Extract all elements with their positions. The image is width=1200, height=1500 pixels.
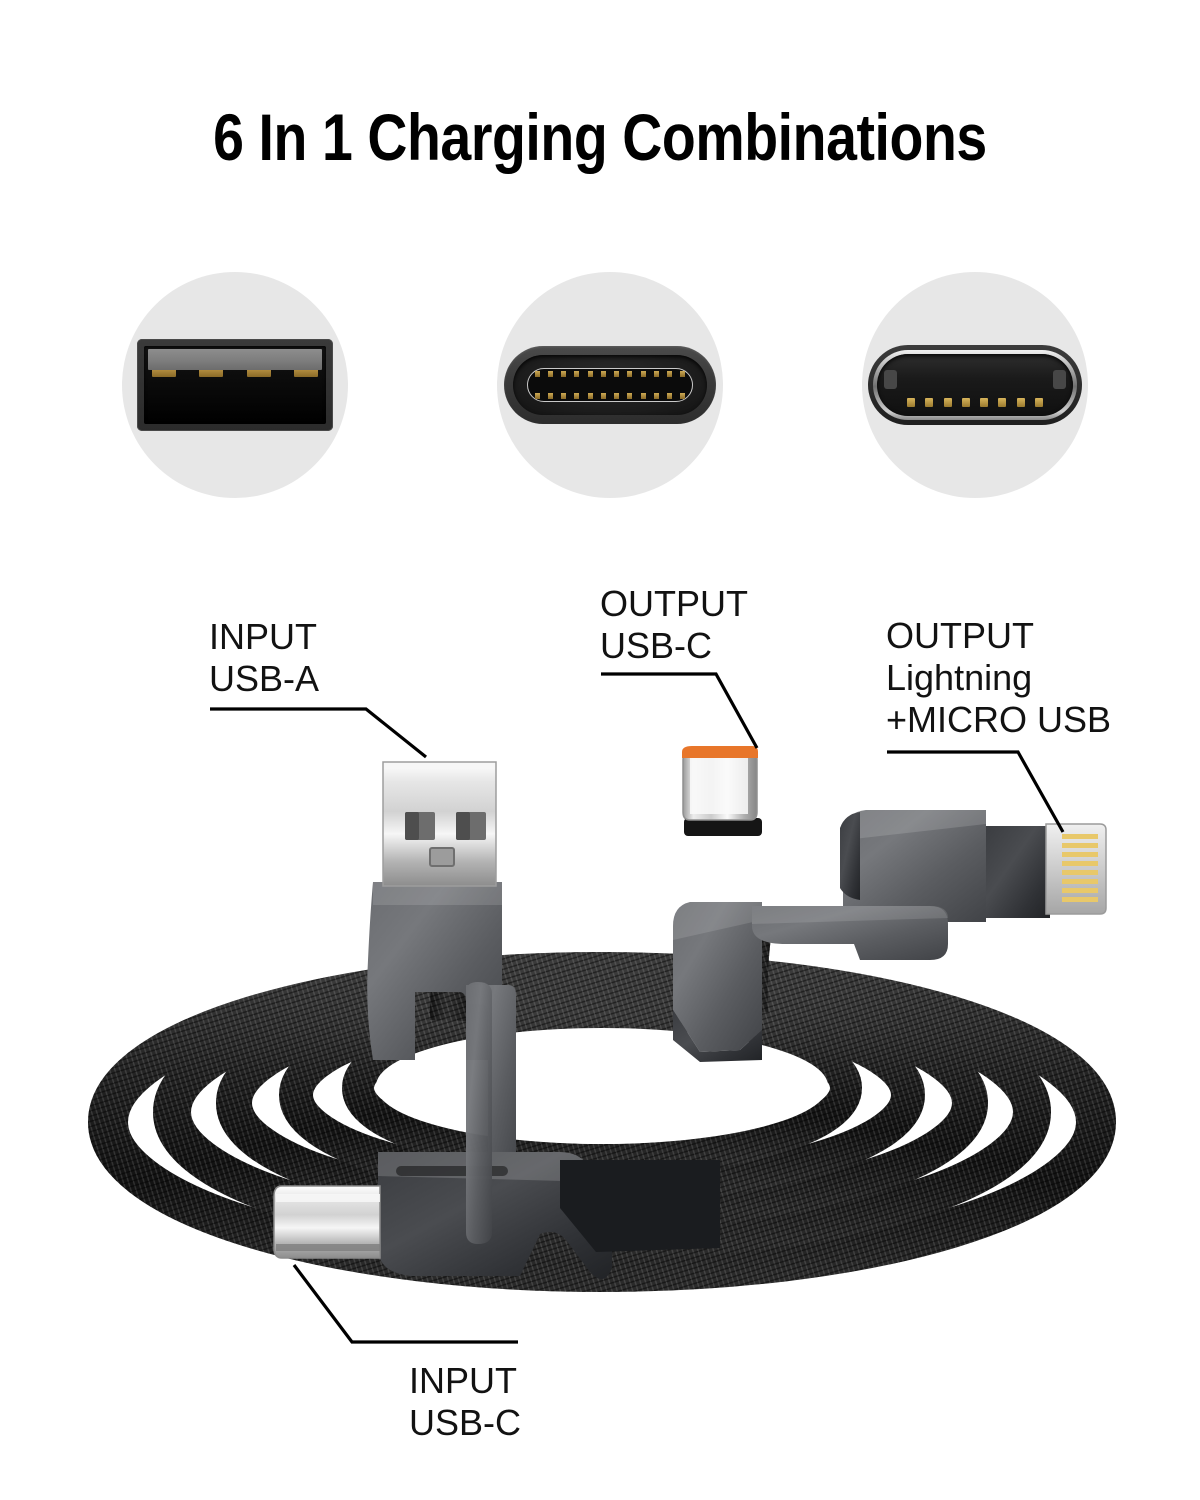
usb-a-contacts — [152, 370, 318, 377]
port-circle-usb-c — [497, 272, 723, 498]
callout-output-usb-c: OUTPUT USB-C — [600, 583, 748, 666]
usb-c-contacts-top — [534, 371, 686, 378]
usb-a-tongue — [148, 349, 322, 370]
usb-a-port-icon — [137, 339, 333, 431]
usb-c-output-plug — [673, 746, 762, 1062]
usb-a-plug — [367, 761, 516, 1192]
usb-c-port-icon — [504, 346, 716, 424]
page-title: 6 In 1 Charging Combinations — [213, 100, 987, 174]
port-icon-row — [0, 272, 1200, 502]
callout-input-usb-a: INPUT USB-A — [209, 616, 320, 699]
lightning-tip-contacts — [1062, 834, 1098, 902]
lightning-port-icon — [868, 345, 1082, 425]
callout-output-lightning-micro-usb: OUTPUT Lightning +MICRO USB — [886, 615, 1112, 740]
callout-input-usb-c: INPUT USB-C — [409, 1360, 522, 1443]
lightning-contacts — [907, 398, 1043, 407]
port-circle-lightning — [862, 272, 1088, 498]
usb-c-input-plug — [273, 982, 720, 1280]
usb-c-contacts-bottom — [534, 392, 686, 399]
port-circle-usb-a — [122, 272, 348, 498]
